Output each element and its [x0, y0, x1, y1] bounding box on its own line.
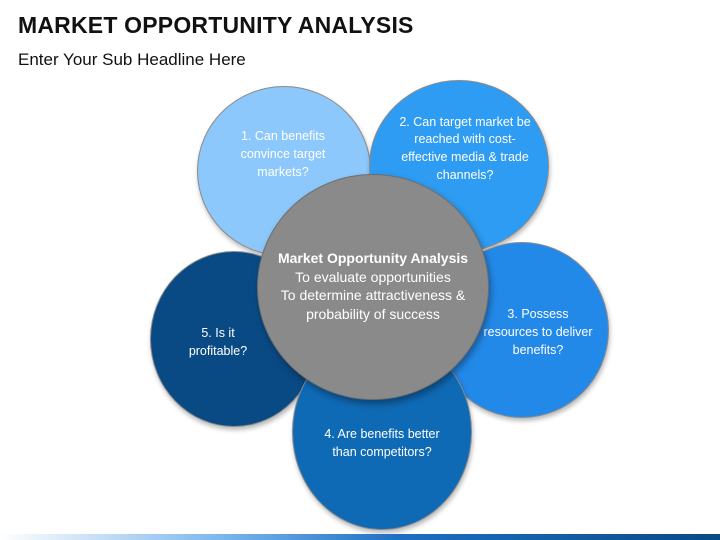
petal-text-5: 5. Is it profitable? [188, 326, 248, 358]
petal-text-3: 3. Possess resources to deliver benefits… [483, 307, 593, 357]
center-heading: Market Opportunity Analysis [277, 250, 469, 266]
petal-text-2: 2. Can target market be reached with cos… [399, 114, 531, 182]
slide-title: MARKET OPPORTUNITY ANALYSIS [18, 12, 414, 38]
bottom-accent-bar [0, 534, 720, 540]
center-line-2: To determine attractiveness & [280, 287, 466, 304]
center-line-1: To evaluate opportunities [295, 268, 451, 285]
center-line-3: probability of success [306, 305, 440, 322]
petal-text-1: 1. Can benefits convince target markets? [240, 129, 326, 179]
slide-subtitle: Enter Your Sub Headline Here [18, 50, 246, 69]
petal-text-4: 4. Are benefits better than competitors? [324, 427, 440, 459]
center-text-block: Market Opportunity Analysis To evaluate … [258, 249, 488, 323]
center-circle: Market Opportunity Analysis To evaluate … [257, 174, 489, 400]
